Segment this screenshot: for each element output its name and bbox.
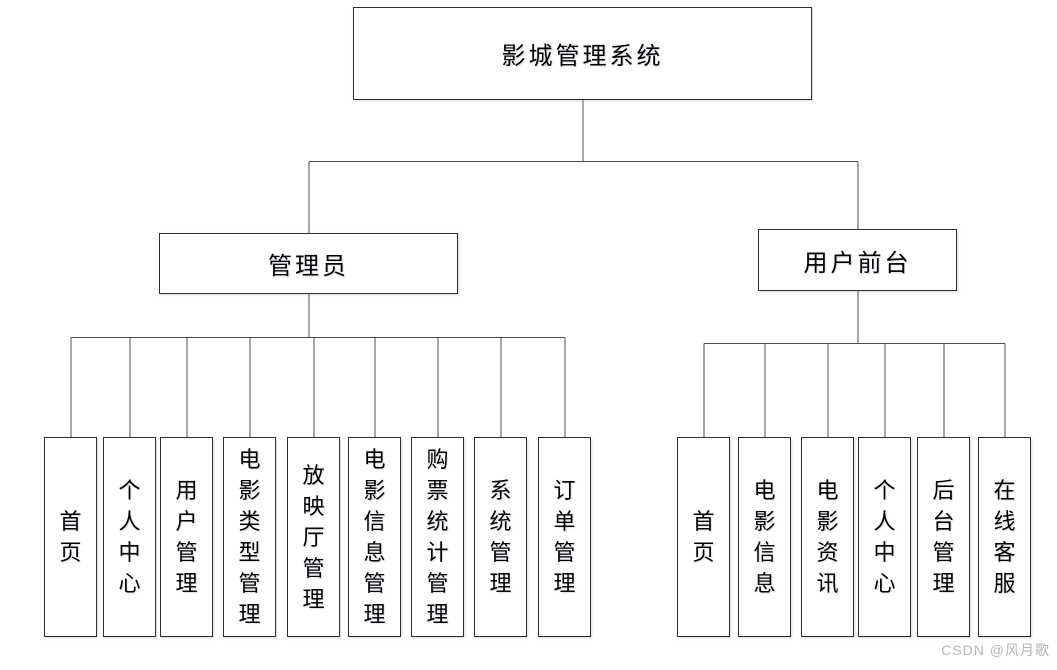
leaf-node-label: 后 台 管 理 (932, 478, 955, 596)
leaf-node-label: 放 映 厅 管 理 (302, 462, 325, 612)
leaf-node: 后 台 管 理 (917, 437, 970, 637)
leaf-node-label: 用 户 管 理 (175, 478, 198, 596)
leaf-node-label: 系 统 管 理 (489, 478, 512, 596)
leaf-node: 电 影 资 讯 (801, 437, 854, 637)
leaf-node: 电 影 类 型 管 理 (223, 437, 276, 637)
root-node-label: 影城管理系统 (501, 43, 664, 70)
watermark: CSDN @风月歌 (941, 642, 1050, 658)
leaf-node: 首 页 (677, 437, 730, 637)
leaf-node-label: 在 线 客 服 (993, 478, 1016, 596)
leaf-node: 个 人 中 心 (103, 437, 156, 637)
leaf-node: 用 户 管 理 (160, 437, 213, 637)
leaf-node-label: 电 影 资 讯 (816, 478, 839, 596)
leaf-node-label: 首 页 (692, 509, 715, 565)
leaf-node: 电 影 信 息 管 理 (348, 437, 401, 637)
leaf-node: 在 线 客 服 (978, 437, 1031, 637)
leaf-node: 系 统 管 理 (474, 437, 527, 637)
leaf-node: 放 映 厅 管 理 (287, 437, 340, 637)
leaf-node-label: 电 影 信 息 (753, 478, 776, 596)
leaf-node-label: 电 影 类 型 管 理 (238, 447, 261, 627)
leaf-node-label: 个 人 中 心 (873, 478, 896, 596)
branch-node-admin-label: 管理员 (268, 253, 349, 280)
leaf-node-label: 个 人 中 心 (118, 478, 141, 596)
branch-node-user: 用户前台 (758, 229, 957, 291)
leaf-node: 订 单 管 理 (538, 437, 591, 637)
leaf-node: 购 票 统 计 管 理 (411, 437, 464, 637)
branch-node-admin: 管理员 (159, 233, 458, 294)
leaf-node-label: 首 页 (59, 509, 82, 565)
leaf-node-label: 购 票 统 计 管 理 (426, 447, 449, 627)
leaf-node: 电 影 信 息 (738, 437, 791, 637)
leaf-node: 首 页 (44, 437, 97, 637)
leaf-node-label: 订 单 管 理 (553, 478, 576, 596)
leaf-node: 个 人 中 心 (858, 437, 911, 637)
branch-node-user-label: 用户前台 (803, 249, 912, 277)
root-node: 影城管理系统 (353, 7, 812, 100)
leaf-node-label: 电 影 信 息 管 理 (363, 447, 386, 627)
